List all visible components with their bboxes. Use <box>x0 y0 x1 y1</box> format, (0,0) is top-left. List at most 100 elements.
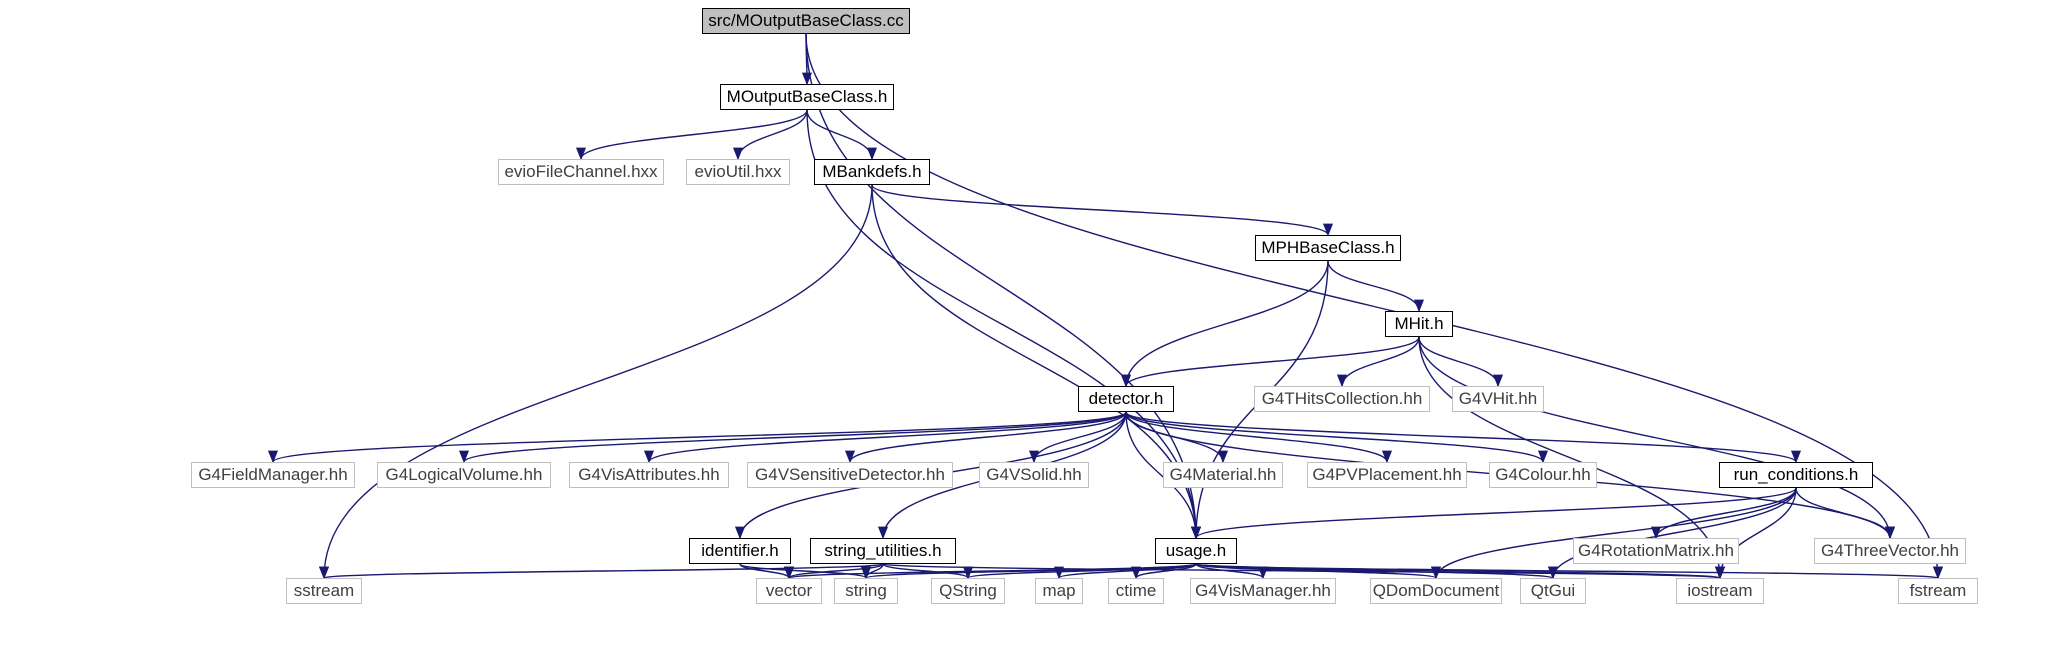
node-g4material[interactable]: G4Material.hh <box>1163 462 1283 488</box>
edge-detector-to-g4vsolid <box>1029 411 1127 464</box>
node-mhit[interactable]: MHit.h <box>1385 311 1453 337</box>
node-mhit-label: MHit.h <box>1394 314 1444 333</box>
node-map[interactable]: map <box>1035 578 1083 604</box>
edge-runcond-to-usage <box>1191 487 1797 540</box>
node-qdomdocument-label: QDomDocument <box>1372 581 1500 600</box>
node-detector[interactable]: detector.h <box>1078 386 1174 412</box>
edge-detector-to-g4field <box>268 411 1127 464</box>
node-moutput-label: MOutputBaseClass.h <box>726 87 888 106</box>
node-string[interactable]: string <box>834 578 898 604</box>
node-g4field-label: G4FieldManager.hh <box>198 465 348 484</box>
node-eviofilechannel[interactable]: evioFileChannel.hxx <box>498 159 664 185</box>
edge-mhit-to-detector <box>1121 336 1420 388</box>
node-g4visattr-label: G4VisAttributes.hh <box>578 465 720 484</box>
node-usage-label: usage.h <box>1165 541 1227 560</box>
node-g4visattr[interactable]: G4VisAttributes.hh <box>569 462 729 488</box>
edge-moutput-to-evioutil <box>732 109 808 161</box>
node-fstream[interactable]: fstream <box>1898 578 1978 604</box>
node-g4material-label: G4Material.hh <box>1169 465 1277 484</box>
node-ctime[interactable]: ctime <box>1108 578 1164 604</box>
edge-runcond-to-g4threevector <box>1795 487 1895 540</box>
node-runcond-label: run_conditions.h <box>1733 465 1859 484</box>
node-g4threevector[interactable]: G4ThreeVector.hh <box>1814 538 1966 564</box>
edge-moutput-to-mbankdefs <box>806 109 878 161</box>
node-mphbase[interactable]: MPHBaseClass.h <box>1255 235 1401 261</box>
node-g4pvplacement[interactable]: G4PVPlacement.hh <box>1307 462 1467 488</box>
node-evioutil-label: evioUtil.hxx <box>694 162 782 181</box>
edge-detector-to-g4pvplacement <box>1125 411 1392 464</box>
edge-runcond-to-iostream <box>1714 487 1797 580</box>
edge-detector-to-g4visattr <box>644 411 1127 464</box>
edge-mphbase-to-mhit <box>1327 260 1424 313</box>
node-root[interactable]: src/MOutputBaseClass.cc <box>702 8 910 34</box>
node-g4vsolid-label: G4VSolid.hh <box>986 465 1082 484</box>
node-g4colour[interactable]: G4Colour.hh <box>1489 462 1597 488</box>
node-stringutil[interactable]: string_utilities.h <box>810 538 956 564</box>
edge-runcond-to-qdomdocument <box>1431 487 1797 580</box>
node-g4vhit-label: G4VHit.hh <box>1458 389 1538 408</box>
node-g4logical[interactable]: G4LogicalVolume.hh <box>377 462 551 488</box>
node-vector[interactable]: vector <box>756 578 822 604</box>
node-evioutil[interactable]: evioUtil.hxx <box>686 159 790 185</box>
node-g4vismanager[interactable]: G4VisManager.hh <box>1190 578 1336 604</box>
node-identifier[interactable]: identifier.h <box>689 538 791 564</box>
edge-detector-to-g4logical <box>459 411 1127 464</box>
node-sstream[interactable]: sstream <box>286 578 362 604</box>
edge-mhit-to-g4vhit <box>1418 336 1504 388</box>
node-qstring-label: QString <box>939 581 997 600</box>
node-vector-label: vector <box>765 581 813 600</box>
edge-mhit-to-g4threevector <box>1418 336 1895 540</box>
node-mphbase-label: MPHBaseClass.h <box>1261 238 1395 257</box>
edge-usage-to-g4vismanager <box>1195 563 1268 580</box>
node-ctime-label: ctime <box>1115 581 1157 600</box>
node-qdomdocument[interactable]: QDomDocument <box>1370 578 1502 604</box>
node-usage[interactable]: usage.h <box>1155 538 1237 564</box>
edge-detector-to-runcond <box>1125 411 1801 464</box>
node-stringutil-label: string_utilities.h <box>824 541 942 560</box>
node-g4field[interactable]: G4FieldManager.hh <box>191 462 355 488</box>
node-qtgui-label: QtGui <box>1530 581 1576 600</box>
node-g4vsens[interactable]: G4VSensitiveDetector.hh <box>747 462 953 488</box>
node-string-label: string <box>845 581 887 600</box>
edge-moutput-to-eviofilechannel <box>576 109 808 161</box>
node-identifier-label: identifier.h <box>701 541 779 560</box>
node-g4rotation[interactable]: G4RotationMatrix.hh <box>1573 538 1739 564</box>
node-g4rotation-label: G4RotationMatrix.hh <box>1578 541 1734 560</box>
node-qtgui[interactable]: QtGui <box>1520 578 1586 604</box>
edge-usage-to-ctime <box>1131 563 1197 580</box>
node-root-label: src/MOutputBaseClass.cc <box>708 11 904 30</box>
node-moutput[interactable]: MOutputBaseClass.h <box>720 84 894 110</box>
edge-stringutil-to-sstream <box>319 563 884 580</box>
edge-root-to-usage <box>805 33 1202 540</box>
node-g4thits[interactable]: G4THitsCollection.hh <box>1254 386 1430 412</box>
node-g4vhit[interactable]: G4VHit.hh <box>1452 386 1544 412</box>
node-g4logical-label: G4LogicalVolume.hh <box>385 465 543 484</box>
node-g4colour-label: G4Colour.hh <box>1495 465 1591 484</box>
node-mbankdefs-label: MBankdefs.h <box>822 162 922 181</box>
node-mbankdefs[interactable]: MBankdefs.h <box>814 159 930 185</box>
edge-usage-to-fstream <box>1195 563 1942 580</box>
edge-usage-to-map <box>1054 563 1197 580</box>
edge-runcond-to-qtgui <box>1548 487 1797 580</box>
node-g4thits-label: G4THitsCollection.hh <box>1261 389 1423 408</box>
edge-detector-to-g4colour <box>1125 411 1548 464</box>
edge-mbankdefs-to-mphbase <box>871 184 1333 237</box>
edge-moutput-to-usage <box>806 109 1202 540</box>
node-map-label: map <box>1042 581 1076 600</box>
node-qstring[interactable]: QString <box>931 578 1005 604</box>
edge-runcond-to-g4rotation <box>1651 487 1797 540</box>
node-g4vsolid[interactable]: G4VSolid.hh <box>979 462 1089 488</box>
node-detector-label: detector.h <box>1088 389 1164 408</box>
node-g4threevector-label: G4ThreeVector.hh <box>1821 541 1959 560</box>
node-g4pvplacement-label: G4PVPlacement.hh <box>1312 465 1462 484</box>
node-iostream[interactable]: iostream <box>1676 578 1764 604</box>
edge-mbankdefs-to-sstream <box>318 184 873 580</box>
edge-detector-to-g4vsens <box>845 411 1127 464</box>
node-runcond[interactable]: run_conditions.h <box>1719 462 1873 488</box>
edge-mphbase-to-detector <box>1120 260 1329 388</box>
edge-mhit-to-iostream <box>1418 336 1726 580</box>
edge-detector-to-usage <box>1125 411 1202 540</box>
node-iostream-label: iostream <box>1687 581 1753 600</box>
